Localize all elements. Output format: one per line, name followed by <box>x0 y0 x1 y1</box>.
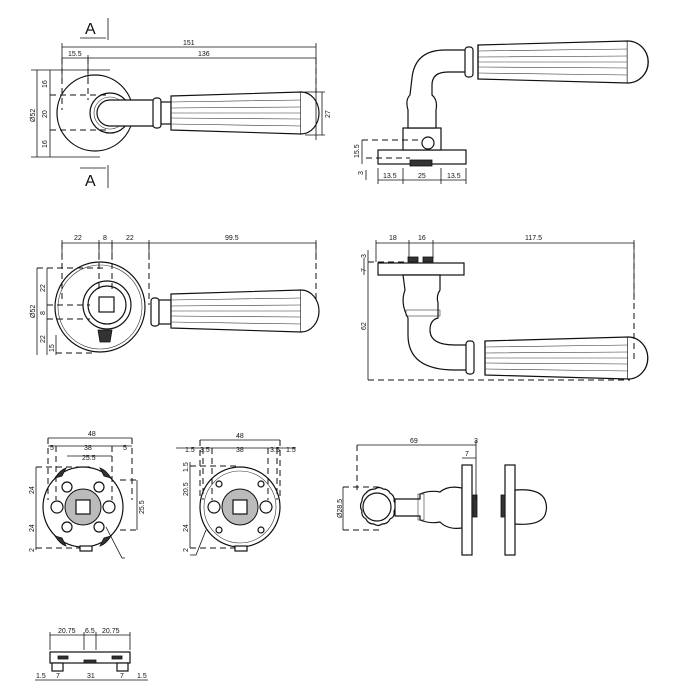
dim-f1: 7 <box>56 673 60 680</box>
front-view: A A 151 15.5 136 Ø52 16 20 16 27 <box>30 18 332 190</box>
dim-top: 16 <box>42 80 49 88</box>
dim-e2: 1.5 <box>137 673 147 680</box>
dim-l2: 3.5 <box>200 447 210 454</box>
dim-top: 1.5 <box>183 462 190 472</box>
dim-overall: 48 <box>236 433 244 440</box>
dim-dia: Ø52 <box>30 305 37 318</box>
dim-r2: 3.5 <box>270 447 280 454</box>
dim-span: 31 <box>87 673 95 680</box>
dim-gap: 3 <box>358 171 365 175</box>
dim-right: 5 <box>123 445 127 452</box>
dim-overall: 151 <box>183 40 195 47</box>
dim-upper: 20.5 <box>183 482 190 496</box>
dim-right: 20.75 <box>102 628 120 635</box>
dim-right: 22 <box>126 235 134 242</box>
dim-left: 13.5 <box>383 173 397 180</box>
plate-view: 20.75 6.5 20.75 1.5 7 31 7 1.5 <box>35 628 148 681</box>
dim-a: 18 <box>389 235 397 242</box>
dim-lever: 136 <box>198 51 210 58</box>
dim-center: 25 <box>418 173 426 180</box>
dim-grip: 27 <box>325 110 332 118</box>
dim-r1: 1.5 <box>286 447 296 454</box>
dim-lever: 99.5 <box>225 235 239 242</box>
dim-vert: 25.5 <box>139 500 146 514</box>
dim-mid: 8 <box>40 311 47 315</box>
section-a-label-top: A <box>85 21 96 38</box>
dim-offset: 15.5 <box>68 51 82 58</box>
dim-top: 22 <box>40 284 47 292</box>
dim-dia: Ø52 <box>30 109 37 122</box>
dim-center: 38 <box>84 445 92 452</box>
rose-view-b: 48 1.5 3.5 38 3.5 1.5 1.5 20.5 24 2 <box>176 433 296 556</box>
section-a-label-bottom: A <box>85 173 96 190</box>
dim-base: 2 <box>29 548 36 552</box>
dim-top: 24 <box>29 486 36 494</box>
rose-view-a: 48 5 38 5 25.5 24 24 2 25.5 <box>29 431 146 559</box>
dim-lever: 117.5 <box>525 235 542 242</box>
dim-bottom: 22 <box>40 335 47 343</box>
dim-gap: 3 <box>474 438 478 445</box>
dim-center: 38 <box>236 447 244 454</box>
dim-f2: 7 <box>120 673 124 680</box>
dim-holes: 25.5 <box>82 455 96 462</box>
dim-center: 6.5 <box>85 628 95 635</box>
dim-b: 16 <box>418 235 426 242</box>
side-view-bottom: 18 16 117.5 3 7 62 <box>361 235 649 381</box>
dim-height: 62 <box>361 322 368 330</box>
dim-bottom: 24 <box>29 524 36 532</box>
dim-right: 13.5 <box>447 173 461 180</box>
dim-gap: 3 <box>361 254 368 258</box>
dim-lower: 24 <box>183 524 190 532</box>
dim-plate: 7 <box>361 268 368 272</box>
dim-center: 8 <box>103 235 107 242</box>
dim-base: 2 <box>183 548 190 552</box>
dim-left: 20.75 <box>58 628 76 635</box>
back-view: 22 8 22 99.5 Ø52 22 8 22 15 <box>30 235 320 355</box>
dim-overall: 48 <box>88 431 96 438</box>
end-view: 69 3 7 Ø28.5 <box>337 438 548 556</box>
dim-height: 15.5 <box>354 144 361 158</box>
dim-l1: 1.5 <box>185 447 195 454</box>
dim-e1: 1.5 <box>36 673 46 680</box>
dim-dia: Ø28.5 <box>337 499 344 518</box>
side-view-top: 15.5 3 13.5 25 13.5 <box>354 40 649 184</box>
dim-small: 15 <box>49 344 56 352</box>
dim-length: 69 <box>410 438 418 445</box>
dim-left: 22 <box>74 235 82 242</box>
dim-plate: 7 <box>465 451 469 458</box>
dim-bottom: 16 <box>42 140 49 148</box>
dim-mid: 20 <box>42 110 49 118</box>
dim-left: 5 <box>50 445 54 452</box>
